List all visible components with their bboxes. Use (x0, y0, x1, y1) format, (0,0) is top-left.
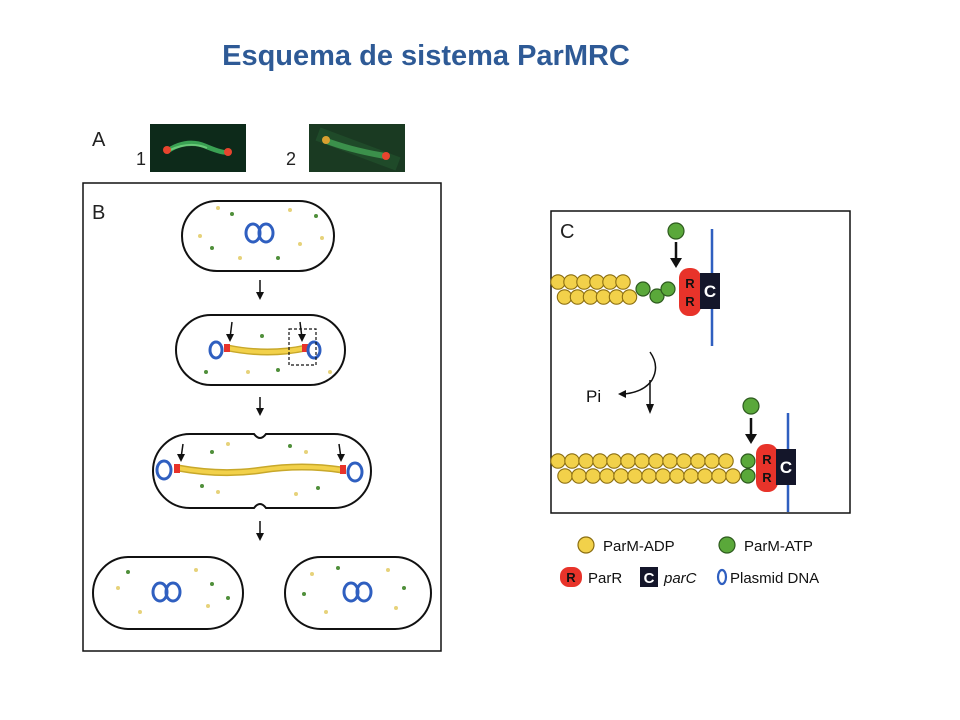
parr-complex-bottom: R R (756, 444, 778, 492)
cell-stage-3-dividing (152, 433, 372, 509)
parm-adp-bottom-subunit (690, 453, 706, 469)
pi-label: Pi (586, 387, 601, 406)
legend-parr-label: ParR (588, 570, 622, 587)
parm-adp-top-subunit (595, 289, 612, 305)
parm-adp-bottom-subunit (704, 453, 720, 469)
legend-parm-adp-label: ParM-ADP (603, 538, 675, 555)
parr-letter-bottom-2: R (762, 470, 772, 485)
daughter-cell-left (92, 556, 244, 630)
parm-adp-bottom-subunit (627, 468, 643, 484)
parm-adp-top-subunit (550, 274, 566, 290)
cell-stage-2 (175, 314, 346, 386)
parc-letter-top: C (704, 282, 716, 301)
legend-parr-swatch-letter: R (566, 570, 576, 585)
microscopy-image-1 (150, 124, 246, 172)
parm-adp-bottom-subunit (697, 468, 713, 484)
parm-adp-bottom-subunit (676, 453, 692, 469)
slide-title: Esquema de sistema ParMRC (222, 40, 630, 72)
daughter-cell-right (284, 556, 432, 630)
pi-release-arrow (618, 351, 657, 414)
binding-arrow-top (670, 242, 682, 268)
parm-adp-bottom-subunit (655, 468, 671, 484)
binding-arrow-bottom (745, 418, 757, 444)
parm-adp-bottom-subunit (620, 453, 636, 469)
parm-adp-top-subunit (569, 289, 586, 305)
parm-adp-bottom-subunit (725, 468, 741, 484)
legend-parm-adp-swatch (577, 536, 595, 554)
free-parm-atp-bottom (742, 397, 760, 415)
cell-stage-1 (181, 200, 335, 272)
parm-adp-bottom-subunit (648, 453, 664, 469)
legend: ParM-ADP ParM-ATP R ParR C parC Plasmid … (560, 536, 819, 587)
parc-box-bottom: C (776, 449, 796, 485)
parm-adp-bottom-subunit (683, 468, 699, 484)
legend-parm-atp-swatch (718, 536, 736, 554)
parm-adp-top-subunit (563, 274, 579, 290)
legend-parm-atp-label: ParM-ATP (744, 538, 813, 555)
microscopy-image-2 (309, 124, 405, 172)
legend-parc-label: parC (663, 570, 697, 587)
parm-adp-bottom-subunit (599, 468, 615, 484)
panel-c-frame (550, 210, 851, 514)
panel-a-image-1-label: 1 (136, 149, 146, 169)
parr-letter-top-2: R (685, 294, 695, 309)
parm-adp-top-subunit (576, 274, 592, 290)
legend-parc-swatch-letter: C (644, 570, 655, 587)
parr-letter-bottom-1: R (762, 452, 772, 467)
parm-adp-bottom-subunit (606, 453, 622, 469)
zoom-region-box (288, 328, 317, 366)
down-arrow-1 (256, 280, 264, 300)
parm-adp-bottom-subunit (613, 468, 629, 484)
parm-adp-bottom-subunit (711, 468, 727, 484)
parm-adp-bottom-subunit (585, 468, 601, 484)
plasmid-dna-pair (244, 222, 275, 244)
legend-plasmid-swatch (716, 568, 728, 586)
parm-adp-top-subunit (582, 289, 599, 305)
parm-adp-bottom-subunit (571, 468, 587, 484)
parm-adp-top-subunit (615, 274, 631, 290)
parm-adp-bottom-subunit (641, 468, 657, 484)
parr-complex-top: R R (679, 268, 701, 316)
parc-letter-bottom: C (780, 458, 792, 477)
parm-adp-bottom-subunit (662, 453, 678, 469)
parm-adp-bottom-subunit (578, 453, 594, 469)
parm-adp-top-subunit (556, 289, 573, 305)
parm-adp-top-subunit (602, 274, 618, 290)
parm-adp-bottom-subunit (564, 453, 580, 469)
legend-parr-swatch (560, 567, 582, 587)
free-parm-atp-top (667, 222, 685, 240)
parm-adp-bottom-subunit (592, 453, 608, 469)
panel-a-label: A (92, 129, 106, 151)
parm-adp-bottom-subunit (669, 468, 685, 484)
legend-plasmid-label: Plasmid DNA (730, 570, 819, 587)
panel-a-image-2-label: 2 (286, 149, 296, 169)
panel-c-label: C (560, 221, 574, 243)
parm-filament-bottom (550, 453, 756, 484)
parm-filament-top (550, 274, 676, 305)
down-arrow-2 (256, 397, 264, 416)
parm-adp-bottom-subunit (557, 468, 573, 484)
parm-adp-bottom-subunit (634, 453, 650, 469)
parm-adp-top-subunit (589, 274, 605, 290)
parc-box-top: C (700, 273, 720, 309)
parm-adp-bottom-subunit (718, 453, 734, 469)
down-arrow-3 (256, 521, 264, 541)
parr-letter-top-1: R (685, 276, 695, 291)
parm-adp-top-subunit (621, 289, 638, 305)
legend-parc-swatch (640, 567, 658, 587)
panel-b-label: B (92, 202, 105, 224)
panel-b-frame (82, 182, 442, 652)
parm-adp-top-subunit (608, 289, 625, 305)
parm-adp-bottom-subunit (550, 453, 566, 469)
